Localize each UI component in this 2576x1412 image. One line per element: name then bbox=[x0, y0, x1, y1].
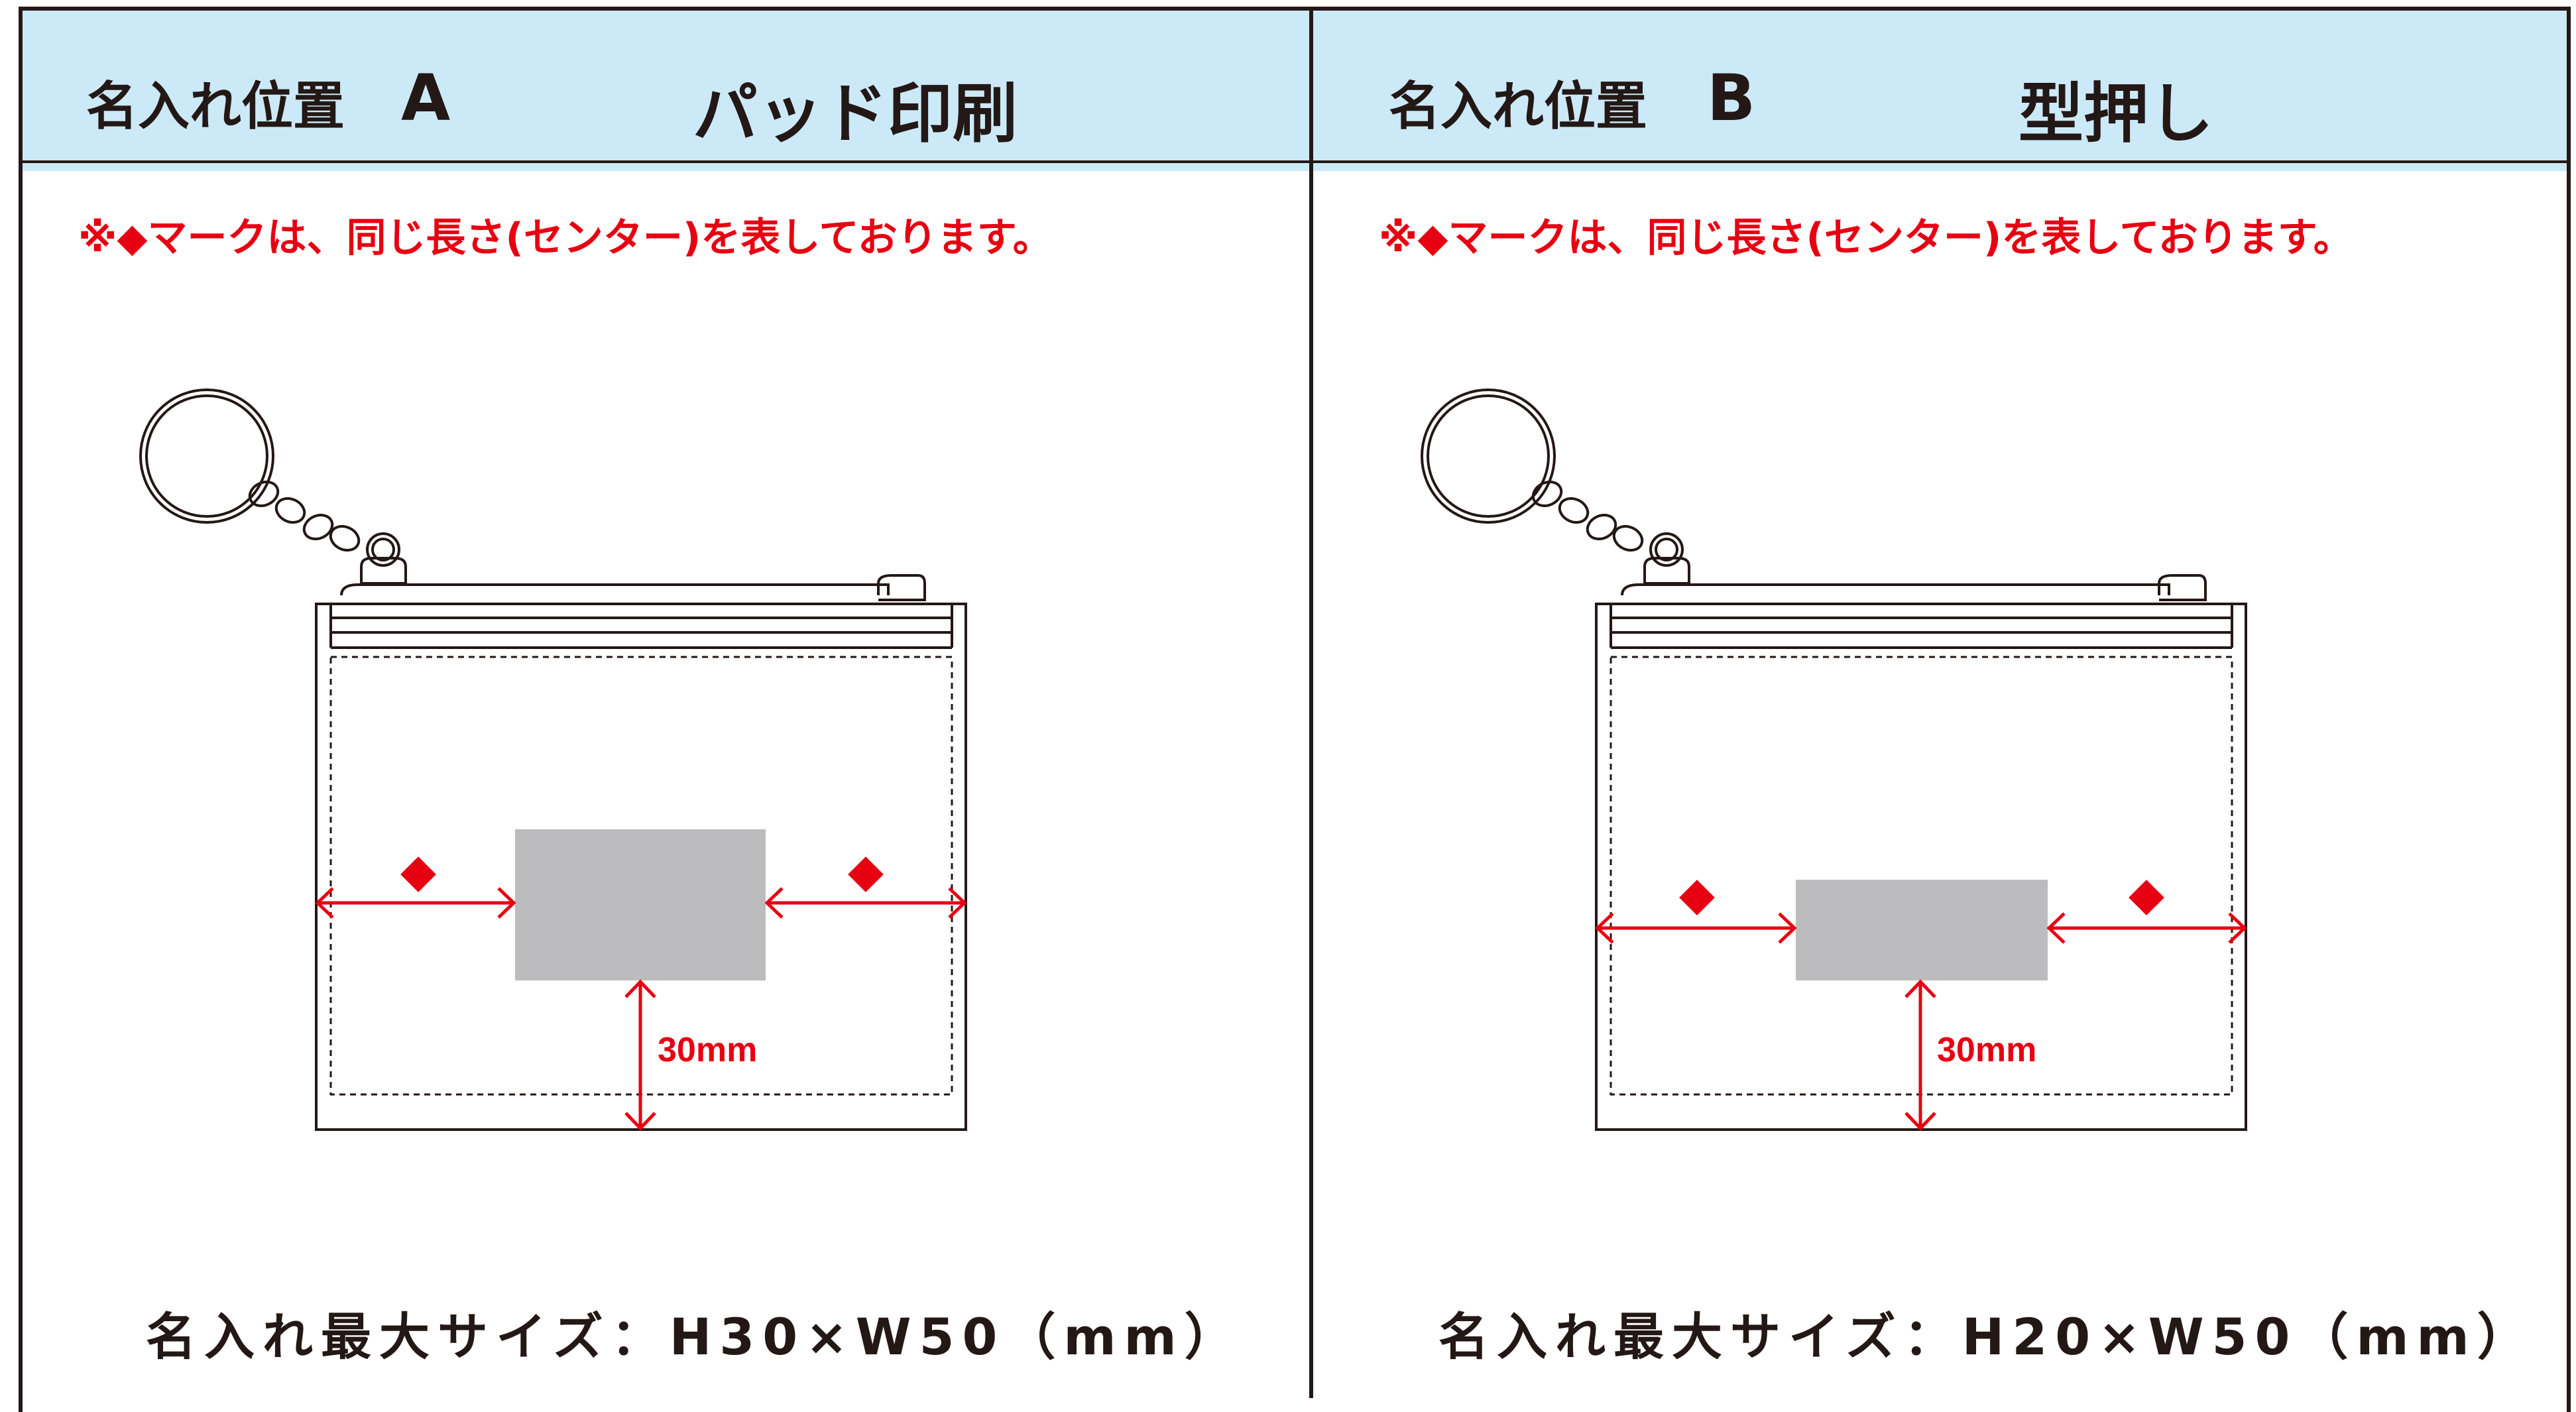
panel-b-max-size: 名入れ最大サイズ：H20×W50（mm） bbox=[1438, 1307, 2536, 1366]
panel-a-max-size: 名入れ最大サイズ：H30×W50（mm） bbox=[146, 1307, 1243, 1366]
panel-a-method: パッド印刷 bbox=[693, 76, 1018, 152]
panel-a-diagram: 30mm bbox=[139, 388, 967, 1131]
panel-b-dimension-arrows bbox=[1595, 912, 2247, 1131]
panel-a-position-label: 名入れ位置 bbox=[86, 77, 345, 137]
panel-a-note: ※◆マークは、同じ長さ(センター)を表しております。 bbox=[78, 215, 1053, 261]
panel-a-dimension-label: 30mm bbox=[658, 1031, 757, 1069]
panel-a-imprint-area bbox=[515, 829, 766, 980]
header-divider-line bbox=[23, 160, 2567, 163]
panel-b-position-label: 名入れ位置 bbox=[1389, 77, 1648, 137]
panel-b-imprint-area bbox=[1796, 880, 2048, 980]
panel-b-position-letter: B bbox=[1707, 61, 1756, 135]
panel-divider bbox=[1309, 7, 1313, 1398]
outer-frame bbox=[19, 7, 2571, 1412]
panel-b-note: ※◆マークは、同じ長さ(センター)を表しております。 bbox=[1379, 215, 2353, 261]
panel-b-header bbox=[1313, 11, 2567, 171]
panel-a-dimension-arrows bbox=[315, 887, 967, 1131]
panel-b-center-markers bbox=[1679, 880, 2164, 915]
panel-b-dimension-label: 30mm bbox=[1937, 1031, 2036, 1069]
panel-b-diagram: 30mm bbox=[1421, 388, 2247, 1131]
panel-a-position-letter: A bbox=[401, 61, 451, 135]
panel-b-keyring-icon bbox=[1421, 388, 1690, 585]
panel-a-header bbox=[23, 11, 1309, 171]
panel-b-method: 型押し bbox=[2019, 76, 2214, 152]
panel-a-keyring-icon bbox=[139, 388, 407, 585]
